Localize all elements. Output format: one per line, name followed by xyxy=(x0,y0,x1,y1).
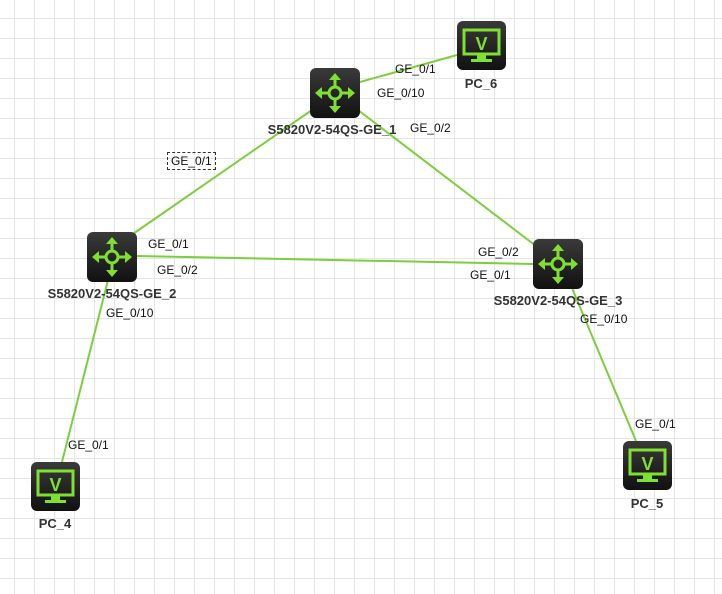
node-label: S5820V2-54QS-GE_1 xyxy=(267,122,397,137)
link-sw1-sw3[interactable] xyxy=(357,109,537,247)
port-label: GE_0/10 xyxy=(580,312,628,326)
port-label: GE_0/1 xyxy=(635,417,676,431)
svg-text:V: V xyxy=(49,475,61,495)
port-label: GE_0/2 xyxy=(478,245,519,259)
port-label: GE_0/1 xyxy=(470,268,511,282)
node-label: PC_6 xyxy=(464,76,498,91)
pc-pc4[interactable]: V xyxy=(31,462,80,511)
link-sw3-pc5[interactable] xyxy=(571,287,637,442)
pc-monitor-icon: V xyxy=(462,28,501,62)
svg-text:V: V xyxy=(641,454,653,474)
node-label: S5820V2-54QS-GE_3 xyxy=(493,293,623,308)
link-sw2-sw3[interactable] xyxy=(135,255,534,265)
pc-monitor-icon: V xyxy=(36,469,75,503)
link-sw1-pc6[interactable] xyxy=(359,54,458,83)
port-label-selected[interactable]: GE_0/1 xyxy=(167,152,216,170)
pc-pc5[interactable]: V xyxy=(623,441,672,490)
switch-icon xyxy=(538,244,578,284)
switch-icon xyxy=(92,237,132,277)
port-label: GE_0/1 xyxy=(68,438,109,452)
svg-text:V: V xyxy=(475,34,487,54)
switch-icon xyxy=(315,73,355,113)
port-label: GE_0/10 xyxy=(106,306,154,320)
switch-sw1[interactable] xyxy=(310,68,360,118)
node-label: S5820V2-54QS-GE_2 xyxy=(47,286,177,301)
port-label: GE_0/10 xyxy=(377,86,425,100)
switch-sw2[interactable] xyxy=(87,232,137,282)
port-label: GE_0/1 xyxy=(395,62,436,76)
node-label: PC_4 xyxy=(38,516,72,531)
port-label: GE_0/2 xyxy=(410,121,451,135)
port-label: GE_0/2 xyxy=(157,263,198,277)
switch-sw3[interactable] xyxy=(533,239,583,289)
port-label: GE_0/1 xyxy=(148,237,189,251)
link-sw2-pc4[interactable] xyxy=(61,279,109,463)
pc-monitor-icon: V xyxy=(628,448,667,482)
link-sw1-sw2[interactable] xyxy=(129,109,313,237)
pc-pc6[interactable]: V xyxy=(457,21,506,70)
node-label: PC_5 xyxy=(630,496,664,511)
